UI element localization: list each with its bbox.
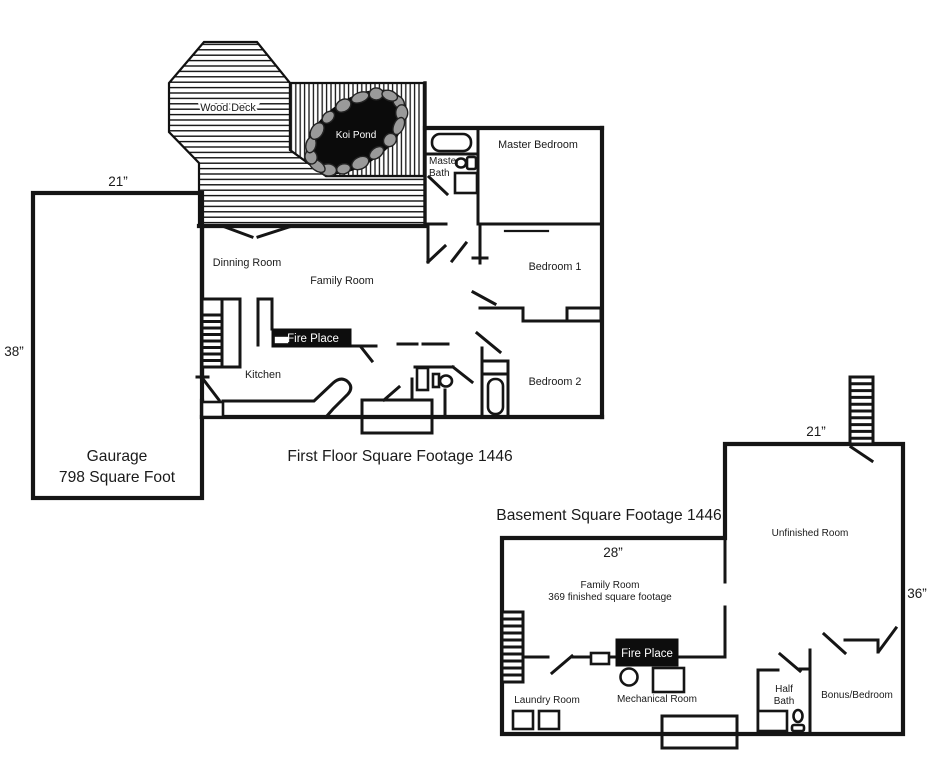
master-bath-label-2: Bath xyxy=(429,168,450,179)
garage-width-dimension: 21” xyxy=(108,174,128,189)
basement-right-height-dimension: 36” xyxy=(907,586,927,601)
first-floor-fireplace-label: Fire Place xyxy=(287,333,339,345)
basement-entry-stairs xyxy=(848,375,875,464)
family-room-label: Family Room xyxy=(310,275,374,287)
laundry-machines xyxy=(511,709,561,731)
koi-pond-label: Koi Pond xyxy=(336,130,377,141)
kitchen-counter xyxy=(200,377,353,420)
master-bedroom-label: Master Bedroom xyxy=(498,139,578,151)
first-floor-stairs xyxy=(200,297,242,369)
laundry-room-label: Laundry Room xyxy=(514,695,580,706)
basement-plan: Fire Place Basement Square Footage 1446 … xyxy=(496,375,927,750)
basement-porch xyxy=(660,714,739,750)
basement-family-room-sublabel: 369 finished square footage xyxy=(548,592,672,603)
pond-stone xyxy=(392,116,406,136)
bonus-bedroom-label: Bonus/Bedroom xyxy=(821,690,893,701)
basement-interior-walls xyxy=(521,536,899,736)
pond-stone xyxy=(382,132,398,148)
unfinished-room-label: Unfinished Room xyxy=(772,528,849,539)
half-bath-label-2: Bath xyxy=(774,696,795,707)
garage-depth-dimension: 38” xyxy=(4,344,24,359)
master-bath-fixtures xyxy=(430,132,479,195)
basement-fireplace-label: Fire Place xyxy=(621,648,673,660)
garage-room: Gaurage 798 Square Foot 21” 38” xyxy=(4,174,205,501)
first-floor-fireplace: Fire Place xyxy=(271,328,352,348)
pond-stone xyxy=(321,110,336,125)
koi-pond-stones xyxy=(304,87,409,177)
first-floor-plan: Koi Pond Wood Deck Gaurage 798 Square Fo… xyxy=(4,40,605,501)
garage-area-label: 798 Square Foot xyxy=(59,469,176,486)
bedroom2-label: Bedroom 2 xyxy=(529,376,582,388)
hall-bath-fixtures xyxy=(415,366,505,416)
half-bath-label-1: Half xyxy=(775,684,793,695)
basement-top-width-dimension: 21” xyxy=(806,424,826,439)
kitchen-label: Kitchen xyxy=(245,369,281,381)
half-bath-fixtures xyxy=(756,708,806,733)
basement-family-width-dimension: 28” xyxy=(603,545,623,560)
basement-stairs xyxy=(500,610,525,684)
wood-deck-label: Wood Deck xyxy=(200,102,256,114)
basement-family-room-label: Family Room xyxy=(581,580,640,591)
first-floor-interior-walls xyxy=(195,126,604,419)
garage-name-label: Gaurage xyxy=(87,448,148,465)
pond-stone xyxy=(335,98,352,113)
basement-fireplace: Fire Place xyxy=(589,638,679,667)
pond-stone xyxy=(381,89,399,102)
mechanical-room-fixtures xyxy=(619,666,686,694)
dinning-room-label: Dinning Room xyxy=(213,257,281,269)
koi-pond: Koi Pond xyxy=(304,87,409,177)
pond-stone xyxy=(351,155,370,171)
first-floor-caption: First Floor Square Footage 1446 xyxy=(287,448,512,465)
bedroom1-label: Bedroom 1 xyxy=(529,261,582,273)
pond-stone xyxy=(368,145,385,160)
pond-stone xyxy=(309,122,325,141)
master-bath-label-1: Master xyxy=(429,156,460,167)
entry-porch xyxy=(360,398,434,435)
basement-caption: Basement Square Footage 1446 xyxy=(496,507,721,524)
mechanical-room-label: Mechanical Room xyxy=(617,694,697,705)
